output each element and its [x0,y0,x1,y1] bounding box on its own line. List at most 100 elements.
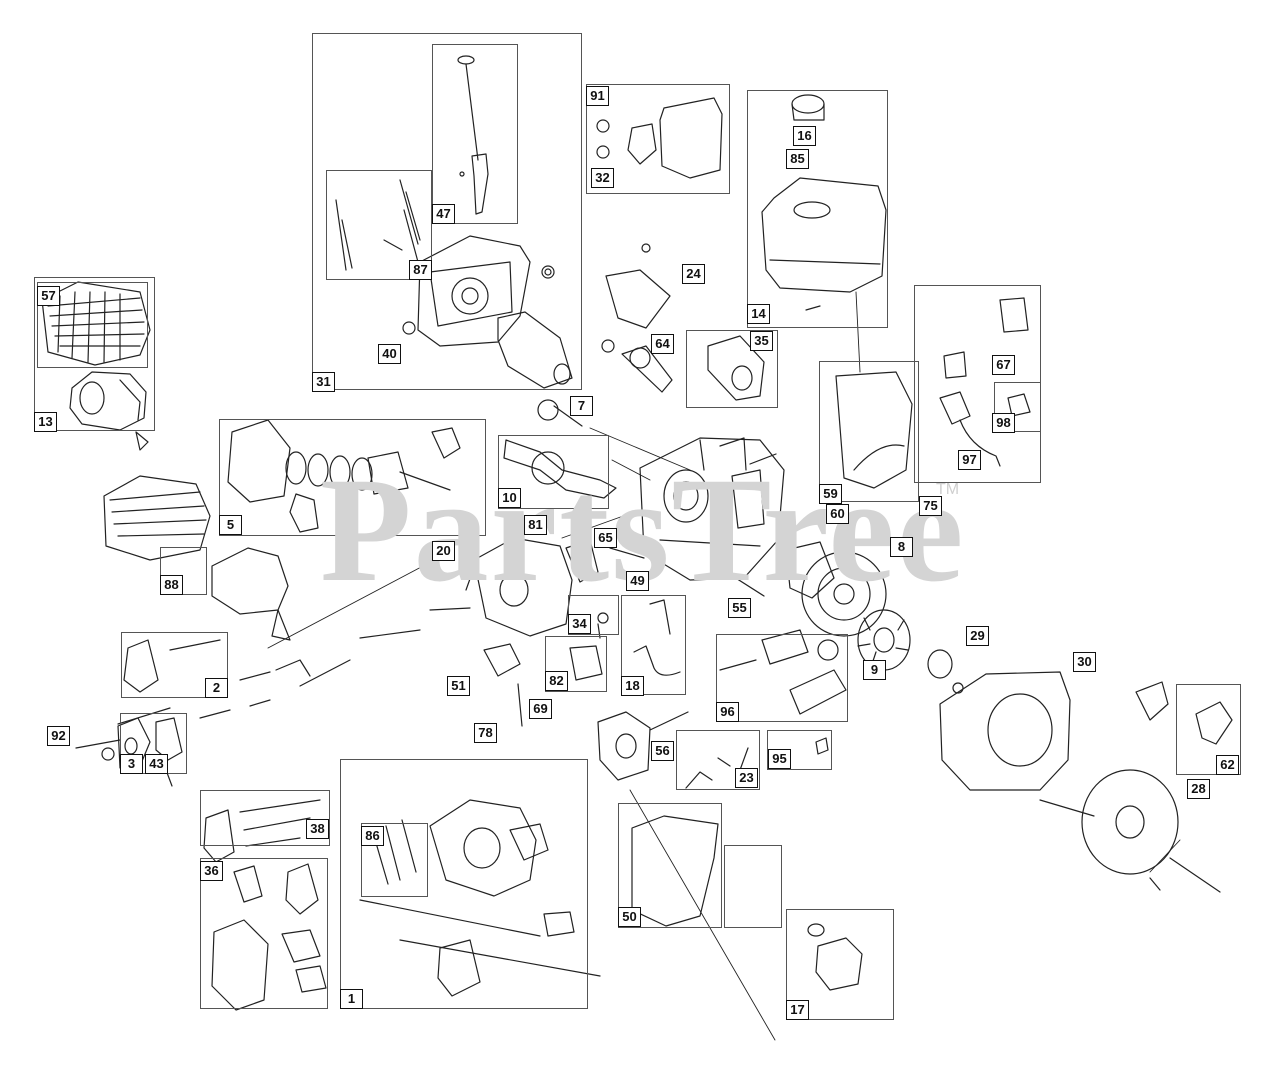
callout-20[interactable]: 20 [432,541,455,561]
callout-88[interactable]: 88 [160,575,183,595]
callout-62[interactable]: 62 [1216,755,1239,775]
callout-17[interactable]: 17 [786,1000,809,1020]
callout-60[interactable]: 60 [826,504,849,524]
callout-96[interactable]: 96 [716,702,739,722]
part-51-bracket [483,643,521,677]
callout-49[interactable]: 49 [626,571,649,591]
part-95-fitting [815,737,829,755]
group-box-57 [37,282,148,368]
callout-38[interactable]: 38 [306,819,329,839]
callout-92[interactable]: 92 [47,726,70,746]
part-67-regulator [939,297,1031,467]
group-box-35 [686,330,778,408]
group-box-31 [312,33,582,390]
part-14-fuel-tank [761,94,887,311]
callout-13[interactable]: 13 [34,412,57,432]
group-box-62 [1176,684,1241,775]
part-8-flywheel [801,551,887,637]
callout-43[interactable]: 43 [145,754,168,774]
part-36-gasket-set [211,863,327,1011]
part-65-tube [565,539,645,583]
callout-31[interactable]: 31 [312,372,335,392]
callout-78[interactable]: 78 [474,723,497,743]
callout-32[interactable]: 32 [591,168,614,188]
group-box-96 [716,634,848,722]
group-box-87 [326,170,432,280]
engine-block [639,437,785,581]
callout-47[interactable]: 47 [432,204,455,224]
callout-85[interactable]: 85 [786,149,809,169]
group-box-5 [219,419,486,536]
callout-8[interactable]: 8 [890,537,913,557]
part-18-sensor [633,599,681,676]
group-box-47 [432,44,518,224]
callout-97[interactable]: 97 [958,450,981,470]
group-box-50 [618,803,722,928]
callout-86[interactable]: 86 [361,826,384,846]
group-box-86 [361,823,428,897]
callout-9[interactable]: 9 [863,660,886,680]
valve-train [75,607,471,749]
callout-56[interactable]: 56 [651,741,674,761]
callout-7[interactable]: 7 [570,396,593,416]
callout-51[interactable]: 51 [447,676,470,696]
part-29-cup [927,649,964,694]
part-91-gasket [596,97,723,179]
part-62-handle [1195,701,1233,745]
group-box-82 [545,636,607,692]
callout-36[interactable]: 36 [200,861,223,881]
callout-75[interactable]: 75 [919,496,942,516]
callout-23[interactable]: 23 [735,768,758,788]
callout-1[interactable]: 1 [340,989,363,1009]
callout-91[interactable]: 91 [586,86,609,106]
group-box-98 [994,382,1041,432]
part-64-camshaft [601,339,673,393]
callout-30[interactable]: 30 [1073,652,1096,672]
callout-5[interactable]: 5 [219,515,242,535]
callout-59[interactable]: 59 [819,484,842,504]
callout-3[interactable]: 3 [120,754,143,774]
callout-95[interactable]: 95 [768,749,791,769]
group-box-1 [340,759,588,1009]
callout-65[interactable]: 65 [594,528,617,548]
callout-81[interactable]: 81 [524,515,547,535]
callout-35[interactable]: 35 [750,331,773,351]
callout-82[interactable]: 82 [545,671,568,691]
callout-10[interactable]: 10 [498,488,521,508]
group-box-14 [747,90,888,328]
callout-50[interactable]: 50 [618,907,641,927]
part-34-fitting [597,612,609,639]
callout-87[interactable]: 87 [409,260,432,280]
callout-16[interactable]: 16 [793,126,816,146]
callout-14[interactable]: 14 [747,304,770,324]
callout-28[interactable]: 28 [1187,779,1210,799]
callout-67[interactable]: 67 [992,355,1015,375]
callout-57[interactable]: 57 [37,286,60,306]
part-59-shroud [835,371,913,489]
part-96-fuel-pump [719,629,847,715]
part-31-crankcase-cover [402,235,573,389]
group-box-59 [819,361,919,502]
callout-34[interactable]: 34 [568,614,591,634]
callout-24[interactable]: 24 [682,264,705,284]
part-47-dipstick [457,55,489,215]
part-78-rod [517,683,523,727]
group-box-91 [586,84,730,194]
callout-40[interactable]: 40 [378,344,401,364]
callout-98[interactable]: 98 [992,413,1015,433]
part-35-starter [707,335,765,401]
group-box-18 [621,595,686,695]
group-box-95 [767,730,832,770]
callout-18[interactable]: 18 [621,676,644,696]
part-5-piston [227,419,461,533]
callout-55[interactable]: 55 [728,598,751,618]
callout-29[interactable]: 29 [966,626,989,646]
part-38-gaskets [203,799,321,863]
group-box-88 [160,547,207,595]
group-box-13 [34,277,155,431]
callout-69[interactable]: 69 [529,699,552,719]
callout-64[interactable]: 64 [651,334,674,354]
callout-2[interactable]: 2 [205,678,228,698]
part-13-housing [69,371,149,451]
